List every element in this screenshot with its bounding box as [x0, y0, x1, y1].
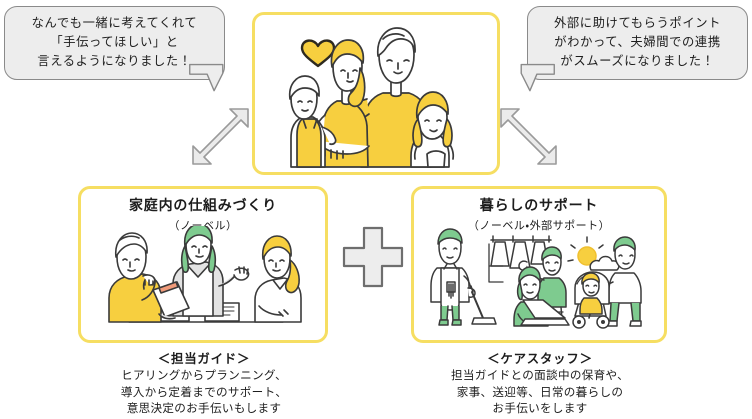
bubble-right-tail-icon	[520, 63, 555, 92]
meeting-illustration	[108, 226, 302, 323]
family-photo-panel	[252, 12, 500, 175]
caption-care-staff: ＜ケアスタッフ＞ 担当ガイドとの面談中の保育や、 家事、送迎等、日常の暮らしの …	[404, 350, 676, 417]
bubble-right-line-1: 外部に助けてもらうポイント	[553, 16, 722, 30]
card-home-system-art	[81, 226, 325, 338]
caption-care-staff-heading: ＜ケアスタッフ＞	[487, 351, 593, 366]
bubble-left-tail-icon	[189, 63, 224, 92]
testimonial-bubble-right: 外部に助けてもらうポイント がわかって、夫婦間での連携 がスムーズになりました！	[527, 6, 748, 80]
caption-care-staff-line-1: 担当ガイドとの面談中の保育や、	[451, 368, 629, 382]
bubble-right-line-3: がスムーズになりました！	[560, 54, 715, 68]
testimonial-bubble-left: なんでも一緒に考えてくれて 「手伝ってほしい」と 言えるようになりました！	[4, 6, 225, 80]
caption-care-staff-line-3: お手伝いをします	[492, 401, 588, 415]
bubble-left-line-3: 言えるようになりました！	[37, 54, 192, 68]
card-home-system-title: 家庭内の仕組みづくり	[129, 198, 277, 214]
family-of-four-illustration	[288, 27, 455, 168]
caption-care-staff-line-2: 家事、送迎等、日常の暮らしの	[456, 384, 624, 399]
connector-arrow-left	[192, 108, 249, 165]
caption-guide: ＜担当ガイド＞ ヒアリングからプランニング、 導入から定着までのサポート、 意思…	[68, 350, 340, 417]
bubble-left-line-2: 「手伝ってほしい」と	[50, 35, 179, 49]
bubble-left-line-1: なんでも一緒に考えてくれて	[31, 16, 198, 30]
bubble-right-line-2: がわかって、夫婦間での連携	[554, 35, 721, 49]
card-home-system: 家庭内の仕組みづくり （ノーベル）	[78, 186, 328, 343]
connector-arrow-right	[500, 108, 557, 165]
caption-guide-line-3: 意思決定のお手伝いもします	[126, 401, 282, 415]
caption-guide-heading: ＜担当ガイド＞	[157, 351, 251, 366]
card-living-support-art	[414, 226, 664, 338]
caption-guide-line-1: ヒアリングからプランニング、	[121, 368, 287, 382]
plus-icon	[342, 226, 404, 288]
card-living-support-subtitle: （ノーベル・外部サポート）	[467, 219, 611, 232]
housekeeping-illustration	[430, 228, 642, 329]
card-living-support-title: 暮らしのサポート	[479, 198, 599, 214]
card-living-support: 暮らしのサポート （ノーベル・外部サポート）	[411, 186, 667, 343]
caption-guide-line-2: 導入から定着までのサポート、	[120, 384, 288, 399]
